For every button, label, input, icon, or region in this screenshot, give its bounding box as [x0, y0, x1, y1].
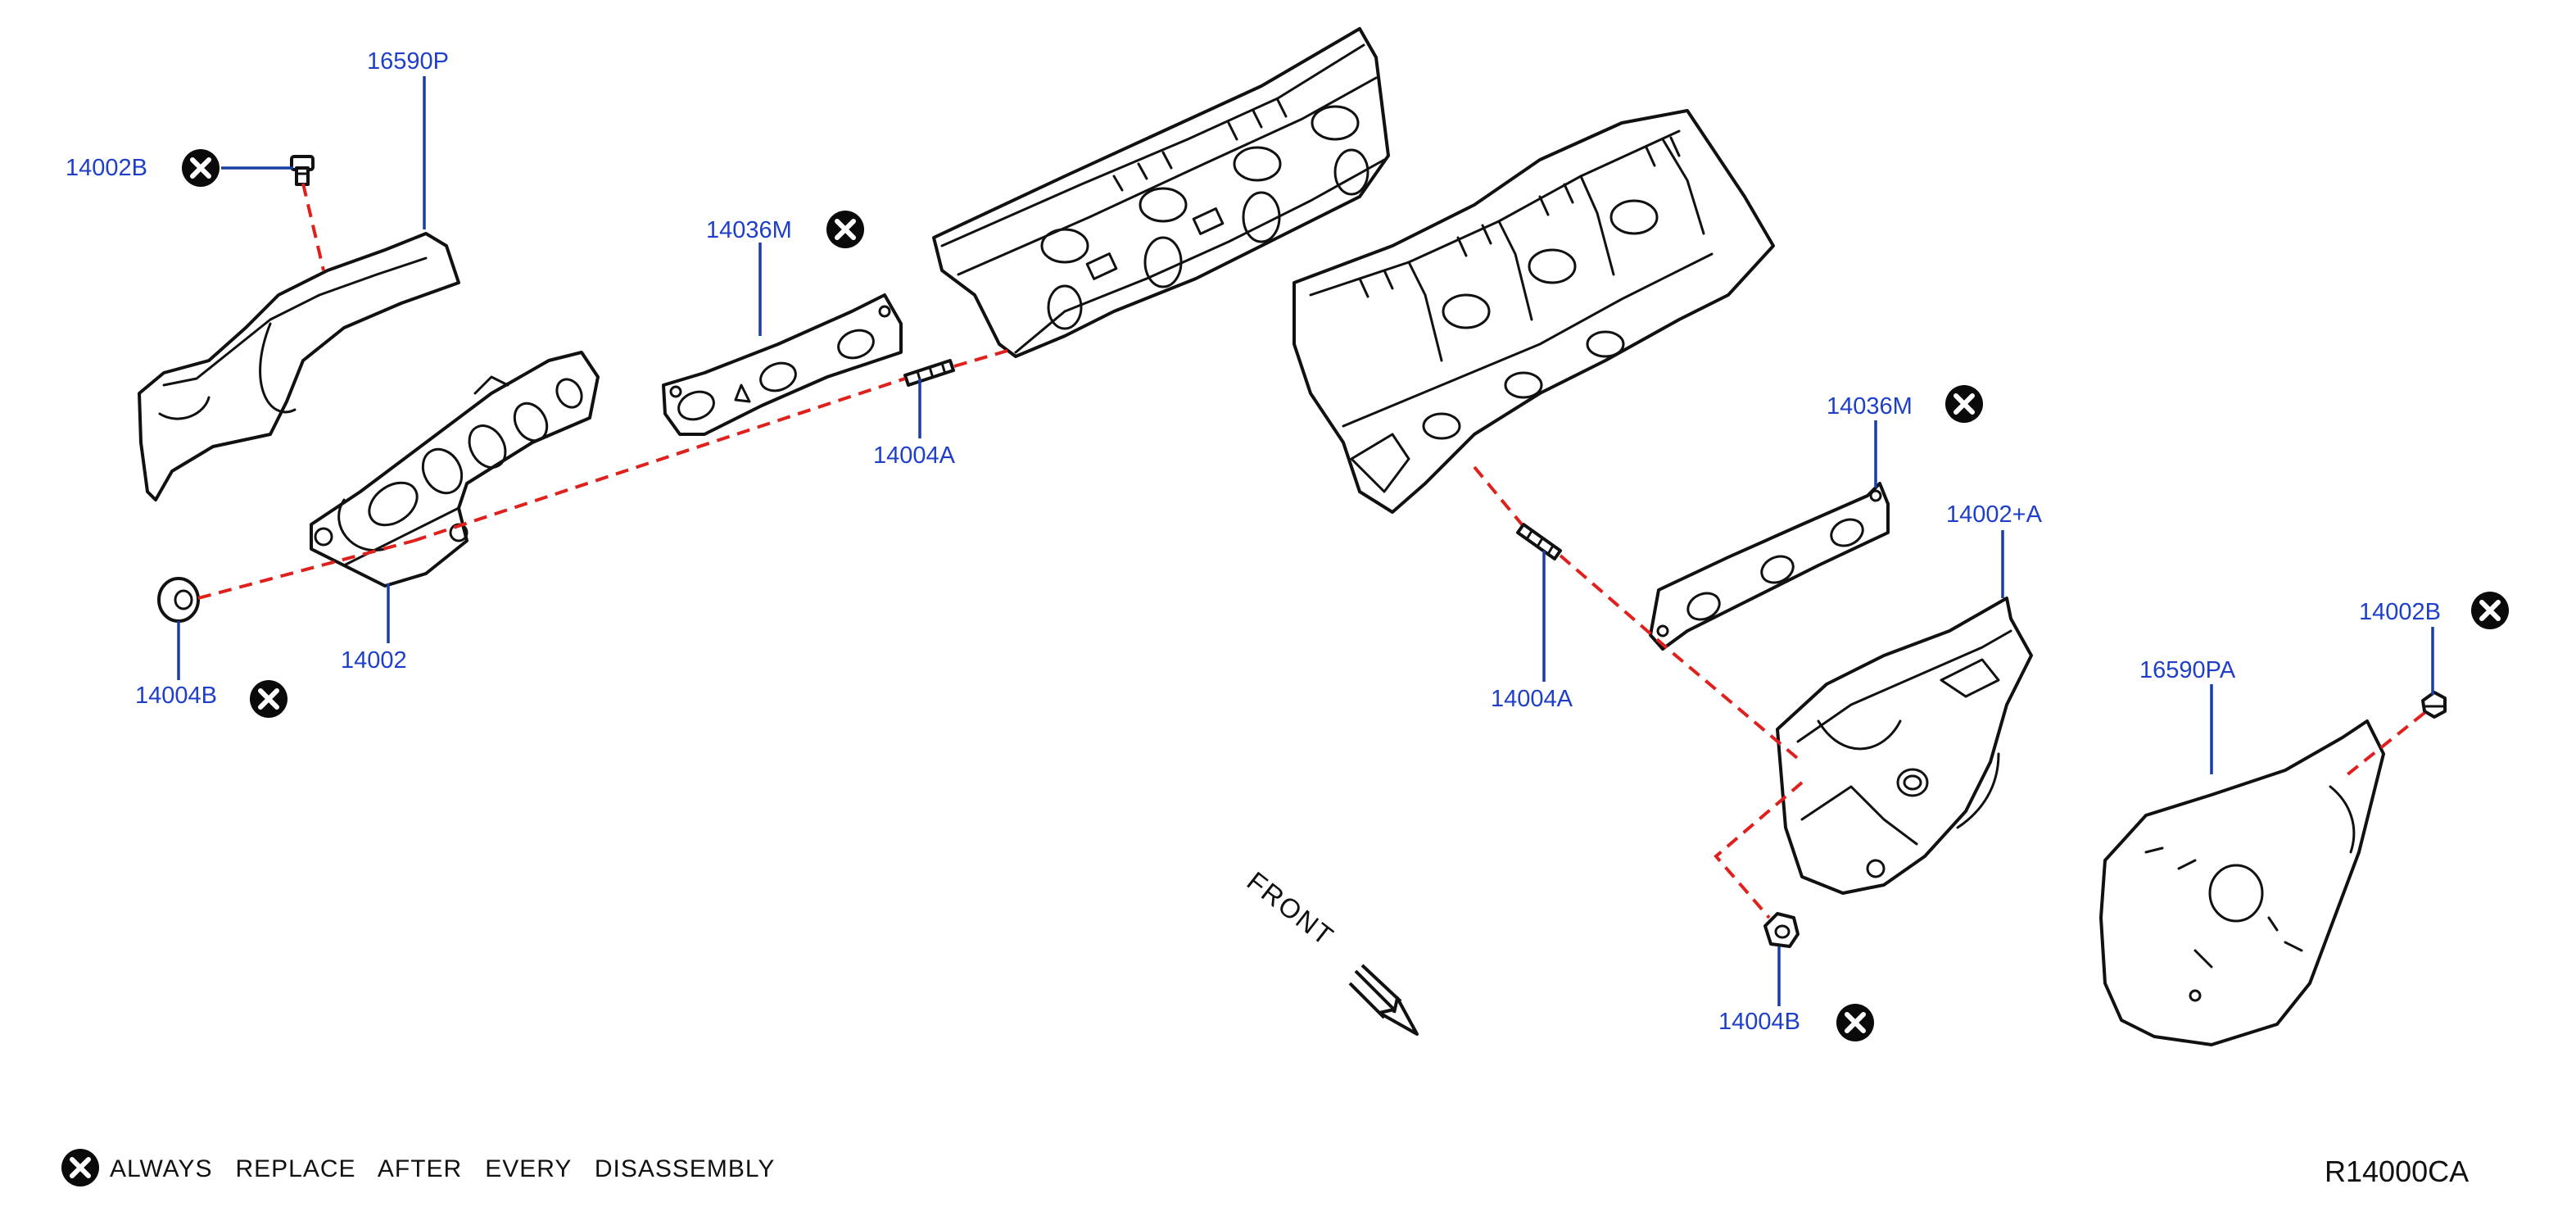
x-circle-icon — [250, 680, 287, 718]
replace-note: ALWAYS REPLACE AFTER EVERY DISASSEMBLY — [110, 1155, 775, 1182]
stud-14004a-right — [1516, 523, 1562, 560]
heat-insulator-left — [138, 232, 460, 501]
cylinder-head-left — [932, 27, 1390, 358]
exhaust-manifold-left — [310, 351, 600, 588]
callout-16590p: 16590P — [367, 48, 449, 75]
x-circle-icon — [61, 1149, 99, 1187]
x-circle-icon — [2471, 592, 2509, 629]
bolt-14002b-left — [290, 155, 315, 186]
callout-14036m-left: 14036M — [706, 217, 792, 243]
callout-14004a-left: 14004A — [873, 442, 956, 469]
callout-16590pa: 16590PA — [2139, 657, 2236, 683]
callout-14004b-right: 14004B — [1718, 1009, 1800, 1035]
callout-14002: 14002 — [341, 647, 407, 674]
x-circle-icon — [1945, 385, 1983, 423]
x-circle-icon — [826, 211, 864, 248]
callout-14002b-left: 14002B — [66, 155, 147, 181]
x-circle-icon — [182, 149, 220, 187]
callout-14004b-left: 14004B — [135, 683, 217, 709]
callout-14002b-right: 14002B — [2359, 599, 2441, 625]
stud-14004a-left — [903, 359, 955, 387]
heat-insulator-right — [2099, 719, 2385, 1046]
leader-lines — [177, 76, 2434, 1006]
nut-14004b-right — [1763, 912, 1800, 948]
connection-lines — [197, 183, 2426, 919]
bolt-14002b-right — [2421, 691, 2447, 719]
diagram-reference-code: R14000CA — [2325, 1155, 2469, 1188]
exhaust-manifold-right — [1776, 597, 2033, 895]
front-arrow-icon — [1348, 964, 1419, 1036]
nut-14004b-left — [157, 577, 200, 623]
gasket-14036m-left — [662, 293, 903, 436]
callout-14004a-right: 14004A — [1491, 686, 1573, 712]
cylinder-head-right — [1293, 109, 1775, 514]
callout-14002a: 14002+A — [1946, 501, 2043, 528]
callout-14036m-right: 14036M — [1827, 393, 1913, 420]
x-circle-icon — [1836, 1004, 1874, 1041]
front-label: FRONT — [1242, 865, 1340, 951]
gasket-14036m-right — [1649, 482, 1890, 651]
